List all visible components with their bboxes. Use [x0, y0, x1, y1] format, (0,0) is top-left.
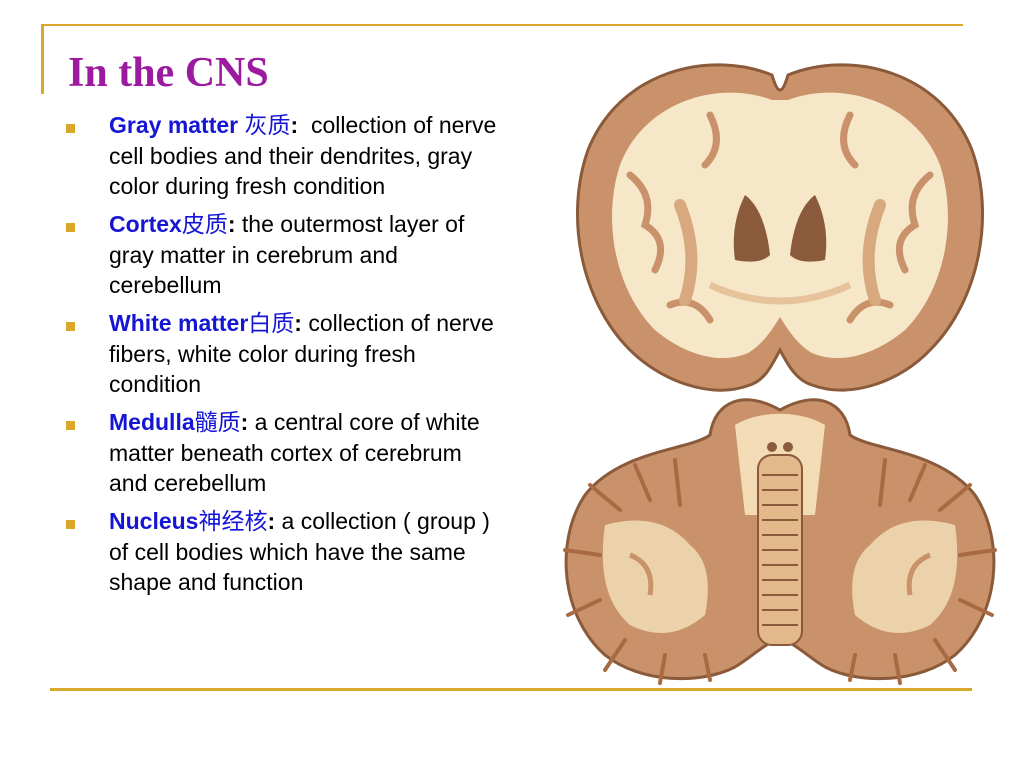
bullet-gray-matter: Gray matter 灰质: collection of nerve cell…	[64, 110, 504, 201]
square-bullet-icon	[66, 520, 75, 529]
term-colon: :	[290, 112, 299, 138]
bullet-nucleus: Nucleus神经核: a collection ( group ) of ce…	[64, 506, 504, 597]
term-chinese: 皮质	[181, 212, 228, 238]
brain-sections-figure	[563, 63, 997, 685]
square-bullet-icon	[66, 124, 75, 133]
bullet-cortex: Cortex皮质: the outermost layer of gray ma…	[64, 209, 504, 300]
slide-title: In the CNS	[68, 50, 269, 96]
term-label: Cortex	[109, 211, 182, 237]
term-label: Gray matter	[109, 112, 245, 138]
definition-list: Gray matter 灰质: collection of nerve cell…	[64, 110, 504, 605]
square-bullet-icon	[66, 223, 75, 232]
term-colon: :	[227, 211, 236, 237]
bullet-text: Nucleus神经核: a collection ( group ) of ce…	[109, 506, 504, 597]
left-accent-line	[41, 24, 44, 94]
bullet-text: Cortex皮质: the outermost layer of gray ma…	[109, 209, 504, 300]
term-chinese: 神经核	[198, 509, 268, 535]
square-bullet-icon	[66, 421, 75, 430]
bullet-white-matter: White matter白质: collection of nerve fibe…	[64, 308, 504, 399]
term-chinese: 白质	[248, 311, 295, 337]
bottom-divider-line	[50, 688, 972, 691]
term-chinese: 髓质	[194, 410, 241, 436]
square-bullet-icon	[66, 322, 75, 331]
term-label: Medulla	[109, 409, 195, 435]
term-label: White matter	[109, 310, 249, 336]
term-colon: :	[267, 508, 276, 534]
bullet-medulla: Medulla髓质: a central core of white matte…	[64, 407, 504, 498]
term-definition: a central core of white matter beneath c…	[109, 409, 480, 496]
bullet-text: White matter白质: collection of nerve fibe…	[109, 308, 504, 399]
cerebrum-coronal-section-image	[575, 63, 985, 392]
term-definition: collection of nerve fibers, white color …	[109, 310, 494, 397]
cerebellum-brainstem-section-image	[563, 398, 997, 685]
top-divider-line	[41, 24, 963, 26]
term-definition: a collection ( group ) of cell bodies wh…	[109, 508, 490, 595]
term-colon: :	[294, 310, 302, 336]
term-definition: the outermost layer of gray matter in ce…	[109, 211, 465, 298]
bullet-text: Medulla髓质: a central core of white matte…	[109, 407, 504, 498]
bullet-text: Gray matter 灰质: collection of nerve cell…	[109, 110, 504, 201]
term-colon: :	[240, 409, 249, 435]
term-label: Nucleus	[109, 508, 199, 534]
term-definition: collection of nerve cell bodies and thei…	[109, 112, 503, 199]
term-chinese: 灰质	[244, 113, 291, 139]
